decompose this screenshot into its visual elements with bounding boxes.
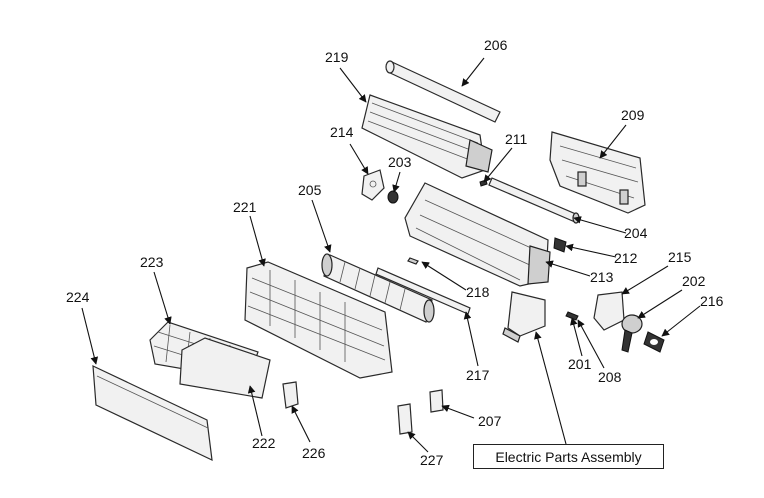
label-202: 202: [682, 273, 706, 289]
part-224-front-grille: [92, 365, 213, 462]
label-211: 211: [505, 131, 528, 147]
part-207-remote-holder: [429, 389, 444, 413]
electric-parts-assembly-label: Electric Parts Assembly: [473, 444, 664, 469]
label-216: 216: [700, 293, 724, 309]
label-223: 223: [140, 254, 164, 270]
label-226: 226: [302, 445, 326, 461]
label-217: 217: [466, 367, 490, 383]
part-206-tube: [385, 60, 501, 123]
label-201: 201: [568, 356, 592, 372]
part-212-clip: [553, 237, 567, 253]
part-203-bearing: [387, 190, 399, 204]
part-222-filter-frame: [179, 337, 271, 399]
label-208: 208: [598, 369, 622, 385]
part-221-front-body: [244, 261, 393, 379]
label-203: 203: [388, 154, 412, 170]
part-209-mounting-plate: [549, 131, 646, 214]
label-204: 204: [624, 225, 648, 241]
label-227: 227: [420, 452, 444, 468]
part-227-remote-control: [397, 403, 413, 435]
part-213-chassis: [404, 182, 551, 287]
part-218-louver-rod: [407, 257, 419, 265]
label-212: 212: [614, 250, 638, 266]
label-218: 218: [466, 284, 490, 300]
label-209: 209: [621, 107, 645, 123]
label-214: 214: [330, 124, 354, 140]
label-222: 222: [252, 435, 276, 451]
part-214-bracket: [361, 169, 385, 201]
label-207: 207: [478, 413, 502, 429]
label-213: 213: [590, 269, 614, 285]
part-226-small-cover: [282, 381, 299, 409]
part-211-screw: [479, 179, 488, 187]
label-215: 215: [668, 249, 692, 265]
label-221: 221: [233, 199, 257, 215]
part-202-fan-motor: [621, 314, 643, 353]
leader-lines: [81, 57, 701, 453]
electric-parts-assembly-box: [502, 291, 546, 343]
label-219: 219: [325, 49, 349, 65]
label-205: 205: [298, 182, 322, 198]
part-219-heat-exchanger: [361, 94, 493, 179]
part-216-bearing-cap: [643, 331, 665, 353]
label-206: 206: [484, 37, 508, 53]
part-205-cross-flow-fan: [321, 253, 435, 323]
part-215-bracket: [593, 291, 625, 331]
label-224: 224: [66, 289, 90, 305]
